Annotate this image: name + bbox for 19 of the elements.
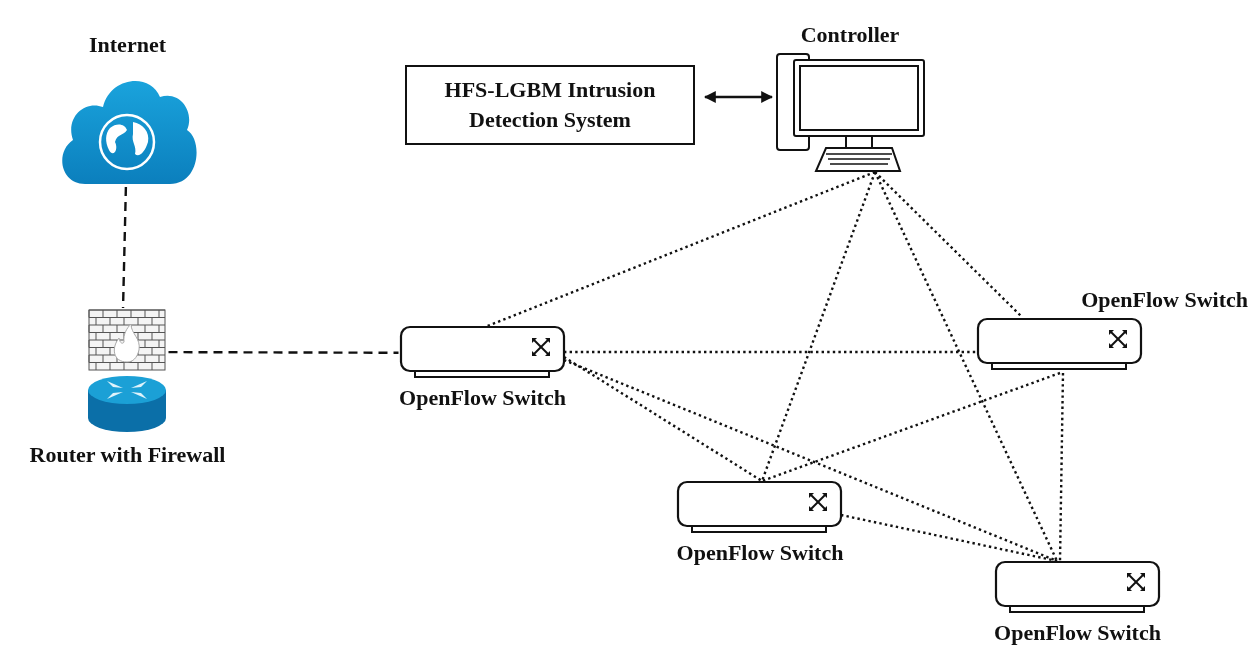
node-label: Internet	[89, 32, 166, 58]
network-link	[121, 186, 128, 309]
network-link	[874, 171, 1023, 318]
arrow	[703, 91, 774, 103]
node-label: Router with Firewall	[29, 442, 226, 468]
system-box: HFS-LGBM Intrusion Detection System	[405, 65, 695, 145]
network-link	[873, 171, 1059, 562]
network-link	[168, 350, 399, 354]
network-link	[564, 350, 977, 354]
node-label: OpenFlow Switch	[994, 620, 1161, 646]
node-label: OpenFlow Switch	[676, 540, 844, 566]
network-link	[1058, 372, 1065, 562]
node-label: OpenFlow Switch	[399, 385, 566, 411]
network-link	[563, 356, 763, 482]
node-label: OpenFlow Switch	[1081, 287, 1248, 313]
network-link	[761, 371, 1061, 483]
network-link	[840, 513, 1058, 563]
node-label: Controller	[800, 22, 900, 48]
network-link	[760, 171, 877, 482]
